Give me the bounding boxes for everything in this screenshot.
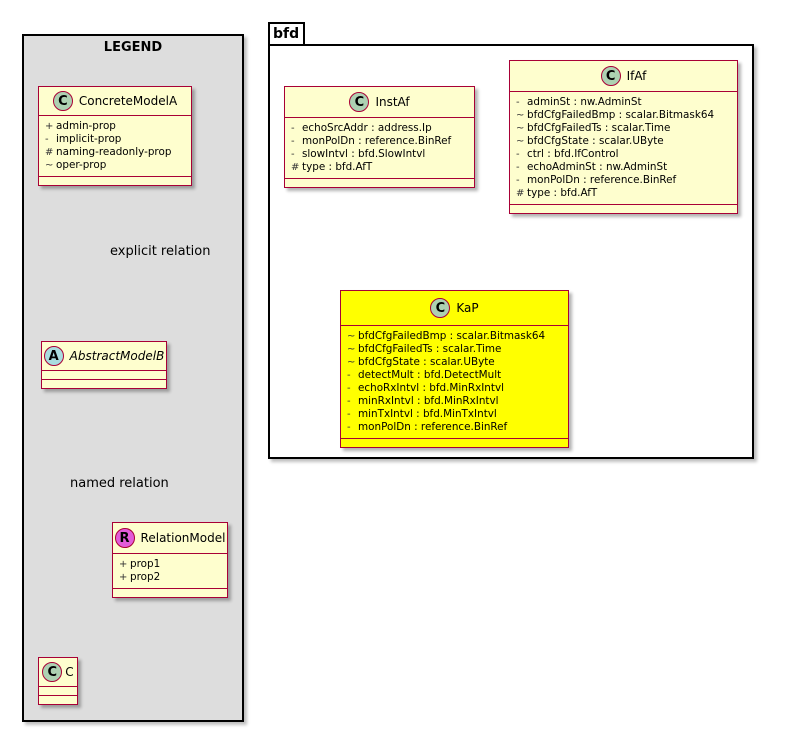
attribute-item: #type : bfd.AfT (291, 161, 373, 173)
method-section (39, 696, 77, 704)
class-stereotype-icon: C (349, 92, 370, 112)
class-name: KaP (456, 301, 479, 315)
attribute-item: -slowIntvl : bfd.SlowIntvl (291, 148, 426, 160)
class-name: RelationModel (140, 531, 226, 545)
attribute-item: -echoSrcAddr : address.Ip (291, 122, 432, 134)
class-concrete-model-a: C ConcreteModelA +admin-prop -implicit-p… (38, 86, 192, 186)
attribute-item: ~bfdCfgFailedTs : scalar.Time (347, 343, 502, 355)
class-name: IfAf (626, 69, 647, 83)
attribute-item: ~bfdCfgFailedBmp : scalar.Bitmask64 (347, 330, 546, 342)
class-header: C KaP (341, 291, 568, 326)
named-relation-label: named relation (70, 476, 169, 491)
attribute-section (42, 371, 166, 380)
class-stereotype-icon: C (600, 66, 621, 86)
class-name: AbstractModelB (69, 349, 165, 363)
attribute-item: +admin-prop (45, 120, 116, 132)
method-section (510, 205, 737, 213)
attribute-item: -ctrl : bfd.IfControl (516, 148, 619, 160)
attribute-item: ~oper-prop (45, 159, 107, 171)
class-if-af: C IfAf -adminSt : nw.AdminSt ~bfdCfgFail… (509, 60, 738, 214)
attribute-item: -monPolDn : reference.BinRef (516, 174, 677, 186)
attribute-item: +prop2 (119, 571, 161, 583)
attribute-item: -echoRxIntvl : bfd.MinRxIntvl (347, 382, 505, 394)
attribute-item: #naming-readonly-prop (45, 146, 172, 158)
class-ka-p: C KaP ~bfdCfgFailedBmp : scalar.Bitmask6… (340, 290, 569, 448)
legend-title: LEGEND (103, 40, 163, 55)
attribute-item: +prop1 (119, 558, 161, 570)
attribute-list: +prop1 +prop2 (113, 554, 227, 589)
abstract-stereotype-icon: A (43, 346, 64, 366)
class-stereotype-icon: C (52, 91, 73, 111)
attribute-list: ~bfdCfgFailedBmp : scalar.Bitmask64 ~bfd… (341, 326, 568, 439)
attribute-item: ~bfdCfgState : scalar.UByte (516, 135, 664, 147)
class-name: ConcreteModelA (78, 94, 178, 108)
attribute-list: +admin-prop -implicit-prop #naming-reado… (39, 116, 191, 177)
method-section (341, 439, 568, 447)
method-section (113, 589, 227, 597)
class-relation-model: R RelationModel +prop1 +prop2 (112, 522, 228, 598)
class-c: C C (38, 657, 78, 705)
attribute-item: -implicit-prop (45, 133, 122, 145)
class-header: R RelationModel (113, 523, 227, 554)
class-abstract-model-b: A AbstractModelB (41, 341, 167, 389)
method-section (42, 380, 166, 388)
class-name: C (65, 665, 74, 679)
attribute-item: -monPolDn : reference.BinRef (291, 135, 452, 147)
attribute-item: #type : bfd.AfT (516, 187, 598, 199)
attribute-item: -minRxIntvl : bfd.MinRxIntvl (347, 395, 499, 407)
attribute-item: ~bfdCfgFailedTs : scalar.Time (516, 122, 671, 134)
attribute-item: -echoAdminSt : nw.AdminSt (516, 161, 668, 173)
class-stereotype-icon: C (42, 662, 63, 682)
class-header: A AbstractModelB (42, 342, 166, 371)
attribute-list: -adminSt : nw.AdminSt ~bfdCfgFailedBmp :… (510, 92, 737, 205)
attribute-item: ~bfdCfgState : scalar.UByte (347, 356, 495, 368)
class-header: C IfAf (510, 61, 737, 92)
relation-stereotype-icon: R (114, 528, 135, 548)
explicit-relation-label: explicit relation (110, 244, 211, 259)
attribute-list: -echoSrcAddr : address.Ip -monPolDn : re… (285, 118, 474, 179)
class-inst-af: C InstAf -echoSrcAddr : address.Ip -monP… (284, 86, 475, 188)
class-header: C C (39, 658, 77, 687)
attribute-section (39, 687, 77, 696)
class-name: InstAf (375, 95, 410, 109)
method-section (39, 177, 191, 185)
class-header: C ConcreteModelA (39, 87, 191, 116)
class-header: C InstAf (285, 87, 474, 118)
attribute-item: -minTxIntvl : bfd.MinTxIntvl (347, 408, 497, 420)
package-tab: bfd (268, 22, 305, 45)
class-stereotype-icon: C (430, 298, 451, 318)
method-section (285, 179, 474, 187)
attribute-item: -adminSt : nw.AdminSt (516, 96, 642, 108)
attribute-item: -monPolDn : reference.BinRef (347, 421, 508, 433)
attribute-item: -detectMult : bfd.DetectMult (347, 369, 502, 381)
attribute-item: ~bfdCfgFailedBmp : scalar.Bitmask64 (516, 109, 715, 121)
